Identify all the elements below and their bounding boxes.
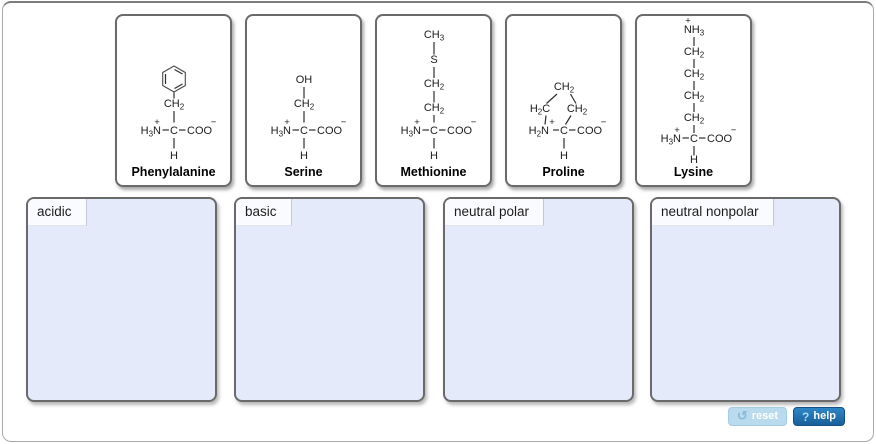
svg-text:OH: OH — [296, 74, 313, 86]
bin-neutral-polar[interactable]: neutral polar — [443, 197, 634, 402]
card-serine[interactable]: OH CH2 +H3N C COO− H Serine — [245, 14, 362, 187]
card-phenylalanine[interactable]: CH2 +H3N C COO− H Phenylalanine — [115, 14, 232, 187]
bin-neutral-nonpolar[interactable]: neutral nonpolar — [650, 197, 841, 402]
svg-text:COO: COO — [317, 125, 343, 137]
svg-text:CH2: CH2 — [567, 103, 588, 117]
svg-text:CH2: CH2 — [294, 98, 315, 112]
svg-text:+: + — [685, 16, 691, 27]
reset-button[interactable]: ↺ reset — [727, 407, 788, 426]
svg-text:NH3: NH3 — [684, 24, 705, 38]
svg-text:+: + — [549, 117, 555, 128]
card-name-phenylalanine: Phenylalanine — [131, 165, 216, 179]
bin-label-neutral-nonpolar: neutral nonpolar — [652, 199, 774, 226]
svg-text:H3N: H3N — [661, 133, 681, 147]
svg-text:H: H — [560, 150, 568, 162]
help-question-icon: ? — [802, 409, 810, 424]
bin-label-basic: basic — [236, 199, 292, 226]
svg-text:CH2: CH2 — [684, 46, 705, 60]
svg-text:+: + — [414, 117, 420, 128]
help-button-label: help — [813, 410, 836, 422]
svg-text:C: C — [690, 133, 698, 145]
svg-text:CH2: CH2 — [424, 78, 445, 92]
svg-text:CH2: CH2 — [684, 90, 705, 104]
svg-text:−: − — [601, 117, 607, 128]
svg-text:CH2: CH2 — [684, 68, 705, 82]
svg-text:H2N: H2N — [529, 125, 549, 139]
card-name-methionine: Methionine — [400, 165, 467, 179]
svg-text:−: − — [471, 117, 477, 128]
svg-text:H: H — [430, 150, 438, 162]
svg-text:H2C: H2C — [530, 103, 550, 117]
svg-text:H3N: H3N — [141, 125, 161, 139]
bin-basic[interactable]: basic — [234, 197, 425, 402]
svg-text:C: C — [300, 125, 308, 137]
serine-structure-diagram: OH CH2 +H3N C COO− H — [271, 74, 347, 162]
svg-text:COO: COO — [187, 125, 213, 137]
card-name-serine: Serine — [284, 165, 323, 179]
svg-text:+: + — [284, 117, 290, 128]
svg-text:−: − — [211, 117, 217, 128]
svg-text:H3N: H3N — [271, 125, 291, 139]
card-name-lysine: Lysine — [673, 165, 714, 179]
svg-text:−: − — [731, 125, 737, 136]
help-button[interactable]: ? help — [793, 407, 845, 426]
svg-text:C: C — [560, 125, 568, 137]
reset-icon: ↺ — [736, 409, 748, 424]
svg-text:CH2: CH2 — [554, 81, 575, 95]
svg-text:COO: COO — [707, 133, 733, 145]
svg-text:H3N: H3N — [401, 125, 421, 139]
reset-button-label: reset — [751, 410, 779, 422]
svg-text:C: C — [430, 125, 438, 137]
bin-acidic[interactable]: acidic — [26, 197, 217, 402]
svg-text:−: − — [341, 117, 347, 128]
bin-label-acidic: acidic — [28, 199, 87, 226]
toolbar: ↺ reset ? help — [727, 407, 845, 426]
card-name-proline: Proline — [542, 165, 585, 179]
phenylalanine-structure-diagram: CH2 +H3N C COO− H — [141, 65, 217, 162]
svg-text:+: + — [154, 117, 160, 128]
svg-text:S: S — [430, 54, 437, 66]
svg-text:H: H — [300, 150, 308, 162]
svg-text:COO: COO — [447, 125, 473, 137]
svg-text:+: + — [674, 125, 680, 136]
bin-label-neutral-polar: neutral polar — [445, 199, 545, 226]
svg-text:H: H — [170, 150, 178, 162]
svg-text:H: H — [690, 154, 698, 164]
svg-text:CH2: CH2 — [684, 112, 705, 126]
svg-text:CH3: CH3 — [424, 29, 445, 43]
svg-text:COO: COO — [577, 125, 603, 137]
svg-text:CH2: CH2 — [424, 102, 445, 116]
svg-text:C: C — [170, 125, 178, 137]
svg-text:CH2: CH2 — [164, 98, 185, 112]
